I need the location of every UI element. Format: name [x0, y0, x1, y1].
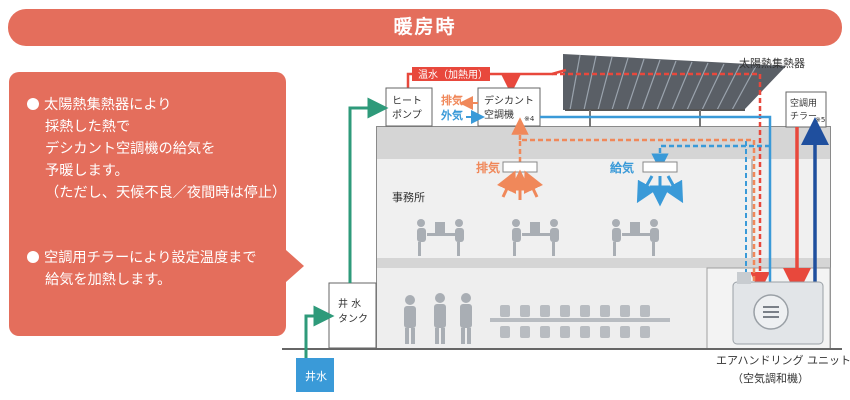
note-p2-line2: 給気を加熱します。 — [45, 272, 172, 288]
tank-label-2: タンク — [338, 313, 368, 325]
description-chiller: 空調用チラーにより設定温度まで 給気を加熱します。 — [27, 247, 257, 291]
heat-pump-box — [385, 87, 433, 127]
description-solar: 太陽熱集熱器により 採熱した熱で デシカント空調機の給気を 予暖します。 （ただ… — [27, 94, 286, 204]
meeting-chairs — [490, 305, 670, 338]
exhaust-office-label: 排気 — [476, 160, 500, 175]
supply-air-duct — [651, 144, 770, 171]
desiccant-label-1: デシカント — [484, 94, 534, 107]
ahu-label-1: エアハンドリング ユニット — [716, 353, 850, 367]
desiccant-label-2: 空調機 — [484, 108, 514, 121]
well-to-tank-pipe — [304, 305, 335, 358]
solar-collector-label: 太陽熱集熱器 — [739, 56, 805, 70]
note-p2-line1: 空調用チラーにより設定温度まで — [44, 250, 257, 266]
heat-pump-label-2: ポンプ — [392, 109, 422, 121]
hot-water-pipe-left — [406, 72, 412, 88]
note-p1-line1: 太陽熱集熱器により — [44, 97, 172, 113]
desiccant-note: ※4 — [524, 115, 535, 123]
exhaust-diffuser — [497, 161, 543, 200]
solar-panel-body — [563, 54, 786, 110]
tank-to-heat-pump-pipe — [348, 97, 389, 283]
floor-slab — [377, 258, 830, 268]
air-handling-unit — [732, 272, 824, 345]
tank-label-1: 井 水 — [338, 297, 361, 310]
supply-office-label: 給気 — [610, 160, 634, 175]
supply-diffuser — [636, 161, 684, 207]
chiller-label-1: 空調用 — [790, 97, 817, 109]
well — [296, 358, 334, 392]
ahu-label-2: （空気調和機） — [732, 371, 809, 385]
roof-slab — [377, 127, 830, 159]
exhaust-air-duct — [518, 138, 756, 282]
description-panel: 太陽熱集熱器により 採熱した熱で デシカント空調機の給気を 予暖します。 （ただ… — [9, 72, 286, 336]
hot-water-label: 温水（加熱用） — [418, 68, 488, 81]
note-p1-line5: （ただし、天候不良／夜間時は停止） — [45, 185, 287, 201]
chiller-note: ※5 — [815, 116, 825, 124]
mode-banner: 暖房時 — [8, 9, 842, 46]
hot-water-tag — [412, 67, 490, 81]
well-label: 井水 — [305, 369, 327, 383]
note-p1-line2: 採熱した熱で — [45, 119, 131, 135]
chiller-label-2: チラー — [790, 111, 817, 122]
solar-collector: 太陽熱集熱器 — [563, 54, 805, 127]
outside-air-label: 外気 — [440, 108, 463, 122]
mode-title: 暖房時 — [393, 16, 457, 38]
solar-hot-pipe — [552, 72, 770, 292]
heat-pump-label-1: ヒート — [392, 95, 422, 107]
lower-floor-people — [404, 293, 472, 344]
exhaust-roof-label: 排気 — [441, 93, 463, 107]
outside-air-duct — [540, 115, 772, 282]
desiccant-unit-box — [477, 87, 541, 127]
callout-pointer — [286, 250, 304, 282]
bullet-icon — [27, 98, 39, 110]
office-floor — [377, 159, 830, 258]
office-label: 事務所 — [392, 190, 425, 204]
bullet-icon — [27, 251, 39, 263]
note-p1-line4: 予暖します。 — [45, 163, 129, 179]
note-p1-line3: デシカント空調機の給気を — [45, 141, 216, 157]
office-workers — [417, 219, 659, 256]
